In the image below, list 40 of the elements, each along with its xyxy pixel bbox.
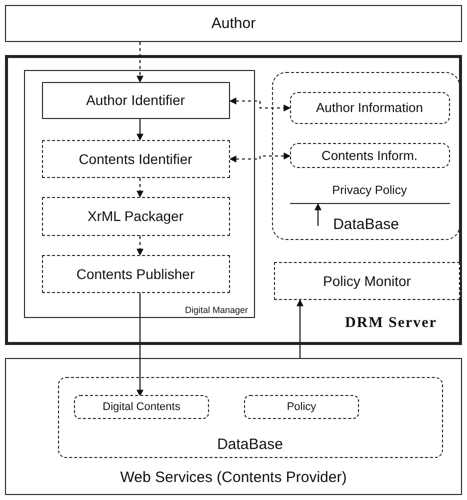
provider-panel xyxy=(5,358,462,495)
arrow xyxy=(136,119,144,141)
box-label: Contents Identifier xyxy=(78,150,192,166)
panel-label: DRM Server xyxy=(344,315,437,332)
database-cylinder xyxy=(272,72,460,240)
box-label: Author xyxy=(211,15,256,32)
box-label: Policy xyxy=(286,401,316,413)
box-label: Author Identifier xyxy=(86,92,185,108)
manager-panel xyxy=(24,70,255,318)
box-label: Digital Contents xyxy=(102,401,180,413)
arrow xyxy=(136,236,144,256)
box-label: Contents Inform. xyxy=(321,148,418,162)
process-box xyxy=(42,254,230,292)
box-label: Privacy Policy xyxy=(332,183,407,197)
box-label: Policy Monitor xyxy=(323,273,411,289)
arrow xyxy=(136,293,144,397)
box-label: Author Information xyxy=(316,100,423,115)
arrow xyxy=(136,178,144,198)
box-label: XrML Packager xyxy=(88,208,184,224)
process-box xyxy=(290,142,450,168)
arrow xyxy=(229,98,291,112)
process-box xyxy=(42,82,230,118)
arrow xyxy=(136,42,144,83)
arrow xyxy=(229,152,291,162)
process-box xyxy=(274,262,460,300)
arrow xyxy=(314,203,322,226)
box-label: Contents Publisher xyxy=(76,266,195,282)
arrow xyxy=(296,299,304,358)
panel-label: DataBase xyxy=(216,436,284,452)
process-box xyxy=(74,395,209,419)
panel-label: Web Services (Contents Provider) xyxy=(119,469,348,486)
process-box xyxy=(42,140,230,178)
process-box xyxy=(290,92,450,124)
process-box xyxy=(5,5,462,42)
panel-label: Digital Manager xyxy=(184,305,248,315)
database-cylinder xyxy=(58,376,442,458)
process-box xyxy=(42,196,230,236)
process-box xyxy=(244,395,359,419)
server-panel xyxy=(5,55,462,345)
panel-label: DataBase xyxy=(332,216,400,233)
